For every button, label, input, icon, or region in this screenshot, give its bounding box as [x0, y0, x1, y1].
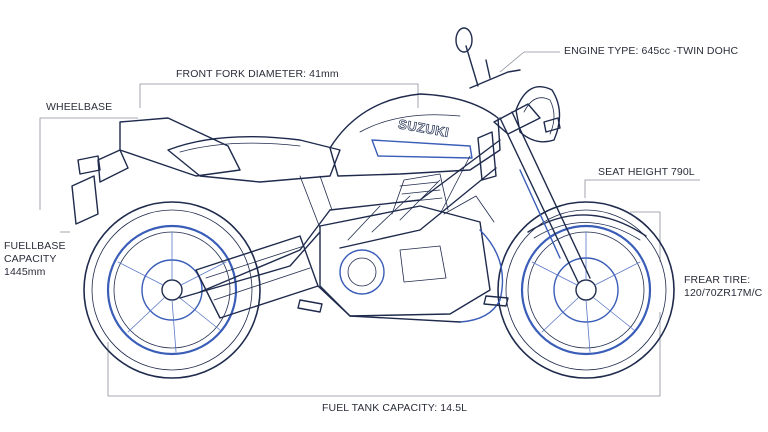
fork-tube-right: [511, 111, 591, 279]
turn-signal: [543, 117, 561, 133]
engine-clutch-inner: [347, 257, 377, 287]
seat-height-leader-line: [584, 179, 700, 198]
front-fork-label: FRONT FORK DIAMETER: 41mm: [176, 68, 339, 80]
tank-stripe: [371, 139, 473, 159]
tail-light: [77, 155, 101, 175]
frame-trellis: [347, 155, 471, 241]
handlebar: [469, 69, 521, 89]
front-rim: [520, 224, 652, 356]
rear-tire-outer: [83, 201, 261, 379]
fuelbase-label-line3: 1445mm: [4, 266, 46, 278]
muffler-lines: [205, 245, 311, 301]
engine-block: [319, 205, 491, 317]
rear-tire-inner: [91, 209, 253, 371]
swingarm-upper: [199, 209, 331, 293]
tail-cowl: [119, 117, 241, 177]
front-spokes: [531, 231, 641, 353]
wheelbase-leader-line: [39, 117, 138, 210]
front-fender-inner: [533, 222, 641, 241]
front-hub: [575, 279, 597, 301]
fuelbase-label-block: FUELLBASE CAPACITY 1445mm: [4, 240, 66, 279]
fuel-tank-group: SUZUKI: [329, 93, 501, 181]
rear-tire-label-block: FREAR TIRE: 120/70ZR17M/C: [684, 274, 762, 300]
frame-lower-rail: [339, 167, 497, 249]
engine-front-cylinder: [443, 195, 495, 223]
seat-stitch: [179, 142, 301, 153]
engine-clutch-cover: [339, 249, 385, 295]
tank-brand-logo: SUZUKI: [397, 116, 450, 140]
front-wheel: [497, 201, 675, 379]
rear-hub: [161, 279, 183, 301]
front-fender: [527, 214, 647, 237]
brake-line: [519, 169, 561, 259]
headlight-lens: [523, 97, 555, 135]
exhaust-header: [459, 229, 504, 323]
engine-side-cover: [399, 245, 447, 283]
cylinder-fins: [399, 181, 443, 203]
fuel-tank-label: FUEL TANK CAPACITY: 14.5L: [322, 402, 468, 414]
front-fork-dimension-line: [139, 83, 419, 108]
rear-spokes: [117, 231, 227, 353]
rear-tire-label-line2: 120/70ZR17M/C: [684, 287, 763, 299]
seat-height-label: SEAT HEIGHT 790L: [598, 166, 695, 178]
fuelbase-label-line2: CAPACITY: [4, 253, 57, 265]
engine-type-leader-diagonal: [499, 51, 525, 73]
exhaust-link-pipe: [317, 285, 461, 323]
rear-wheel: [83, 201, 261, 379]
mirror-stem: [465, 45, 479, 87]
rear-fender: [97, 149, 129, 183]
front-tire-inner: [505, 209, 667, 371]
wheelbase-label: WHEELBASE: [46, 101, 113, 113]
rear-tire-label-line1: FREAR TIRE:: [684, 274, 751, 286]
engine-type-label: ENGINE TYPE: 645cc -TWIN DOHC: [564, 45, 739, 57]
rear-tire-leader-line: [630, 211, 661, 262]
tank-shroud: [477, 131, 497, 181]
fork-tube-left: [499, 117, 579, 283]
tank-crease: [359, 114, 461, 133]
muffler: [195, 235, 319, 319]
rear-shock: [299, 175, 333, 229]
rear-rim: [106, 224, 238, 356]
dimension-lines: [39, 51, 700, 397]
rear-section: [71, 117, 341, 225]
front-fork-assembly: [455, 27, 591, 283]
exhaust: [195, 235, 461, 323]
footpegs: [297, 295, 509, 313]
fuel-tank-dimension-line: [107, 342, 661, 397]
seat: [167, 135, 341, 183]
engine: [319, 173, 504, 323]
footpeg-rear: [297, 299, 323, 313]
fuel-tank: [329, 93, 501, 177]
swingarm-lower: [179, 231, 321, 299]
mirror-stem-right: [485, 59, 491, 79]
headlight: [515, 86, 561, 143]
mirror: [455, 27, 473, 53]
fuelbase-label-line1: FUELLBASE: [4, 240, 66, 252]
footpeg-front: [483, 295, 509, 307]
front-tire-outer: [497, 201, 675, 379]
license-plate-holder: [71, 175, 99, 225]
engine-rear-cylinder: [391, 173, 449, 215]
